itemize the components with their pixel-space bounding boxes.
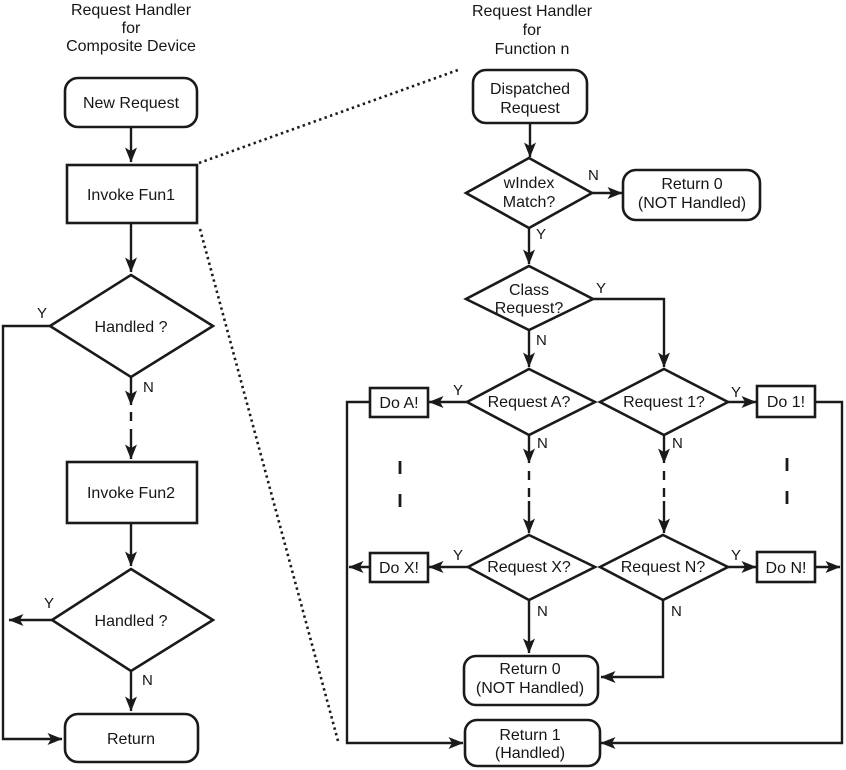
node-class-request-label-line1: Class — [509, 282, 549, 299]
label-request-1-no: N — [672, 435, 683, 452]
node-return0-top-label-line1: Return 0 — [661, 176, 722, 193]
left-flowchart-title: Request Handler for Composite Device — [66, 2, 196, 55]
edge-right-rail-to-return1 — [600, 400, 844, 749]
expansion-dotted-line-top — [198, 68, 459, 165]
node-request-x-label: Request X? — [487, 559, 571, 576]
edge-request-n-no-to-return0-bottom — [600, 600, 665, 683]
node-class-request-label-line2: Request? — [495, 300, 564, 317]
node-do-n — [755, 550, 817, 584]
node-new-request-label: New Request — [83, 95, 180, 112]
left-flowchart: Request Handler for Composite Device New… — [1, 2, 216, 764]
label-class-yes: Y — [596, 280, 606, 297]
node-dispatched-request-label-line1: Dispatched — [490, 81, 570, 98]
label-request-1-yes: Y — [731, 384, 741, 401]
node-request-x-decision — [465, 533, 598, 602]
expansion-link — [198, 68, 459, 742]
right-title-line3: Function n — [495, 41, 570, 58]
node-windex-match-label-line2: Match? — [503, 194, 556, 211]
expansion-dotted-line-bottom — [198, 228, 340, 742]
node-do-1 — [755, 384, 817, 419]
label-request-x-no: N — [537, 603, 548, 620]
node-invoke-fun2 — [65, 460, 199, 525]
label-handled1-yes: Y — [37, 305, 47, 322]
node-return0-top-label-line2: (NOT Handled) — [638, 195, 746, 212]
right-title-line2: for — [523, 22, 542, 39]
right-flowchart: Request Handler for Function n — [345, 3, 844, 768]
right-flowchart-title: Request Handler for Function n — [472, 3, 593, 58]
label-request-x-yes: Y — [453, 547, 463, 564]
label-handled2-yes: Y — [44, 595, 54, 612]
node-do-n-label: Do N! — [766, 560, 807, 577]
label-request-a-yes: Y — [453, 382, 463, 399]
edge-handled1-yes-rail-to-return — [1, 324, 63, 745]
label-request-n-yes: Y — [731, 547, 741, 564]
node-do-x-label: Do X! — [379, 560, 419, 577]
node-return1-label-line2: (Handled) — [495, 745, 565, 762]
node-return0-bottom-label-line2: (NOT Handled) — [476, 680, 584, 697]
node-return0-bottom — [462, 654, 600, 707]
label-request-a-no: N — [537, 435, 548, 452]
node-dispatched-request — [471, 68, 589, 125]
node-return0-bottom-label-line1: Return 0 — [499, 661, 560, 678]
edge-class-yes-to-request1 — [593, 297, 670, 368]
node-handled1-decision — [47, 273, 216, 379]
continuation-dashes — [398, 458, 789, 507]
node-do-a — [368, 386, 430, 419]
node-dispatched-request-label-line2: Request — [500, 100, 560, 117]
node-windex-match-decision — [463, 156, 595, 230]
node-handled2-label: Handled ? — [95, 613, 168, 630]
node-request-n-decision — [597, 533, 731, 602]
node-do-1-label: Do 1! — [767, 394, 805, 411]
node-new-request — [63, 76, 199, 129]
right-title-line1: Request Handler — [472, 3, 593, 20]
node-return-label: Return — [107, 731, 155, 748]
left-title-line3: Composite Device — [66, 38, 196, 55]
node-request-1-label: Request 1? — [623, 394, 705, 411]
label-windex-no: N — [588, 167, 599, 184]
node-request-n-label: Request N? — [621, 559, 706, 576]
node-return1 — [463, 718, 602, 768]
node-windex-match-label-line1: wIndex — [503, 175, 555, 192]
label-class-no: N — [536, 332, 547, 349]
node-request-1-decision — [597, 367, 731, 437]
node-return — [63, 712, 200, 764]
node-invoke-fun2-label: Invoke Fun2 — [87, 485, 175, 502]
label-handled2-no: N — [142, 672, 153, 689]
node-invoke-fun1-label: Invoke Fun1 — [87, 187, 175, 204]
label-handled1-no: N — [143, 379, 154, 396]
edge-left-rail-to-return1 — [345, 400, 464, 749]
node-do-a-label: Do A! — [379, 395, 418, 412]
left-title-line1: Request Handler — [71, 2, 192, 19]
left-title-line2: for — [122, 20, 141, 37]
node-request-a-label: Request A? — [488, 394, 571, 411]
node-return1-label-line1: Return 1 — [499, 727, 560, 744]
node-invoke-fun1 — [65, 163, 199, 225]
node-class-request-decision — [463, 264, 596, 332]
node-do-x — [368, 551, 430, 584]
label-windex-yes: Y — [536, 226, 546, 243]
node-request-a-decision — [464, 367, 598, 437]
node-handled1-label: Handled ? — [95, 319, 168, 336]
node-handled2-decision — [49, 567, 216, 673]
label-request-n-no: N — [671, 603, 682, 620]
node-return0-top — [621, 168, 762, 222]
